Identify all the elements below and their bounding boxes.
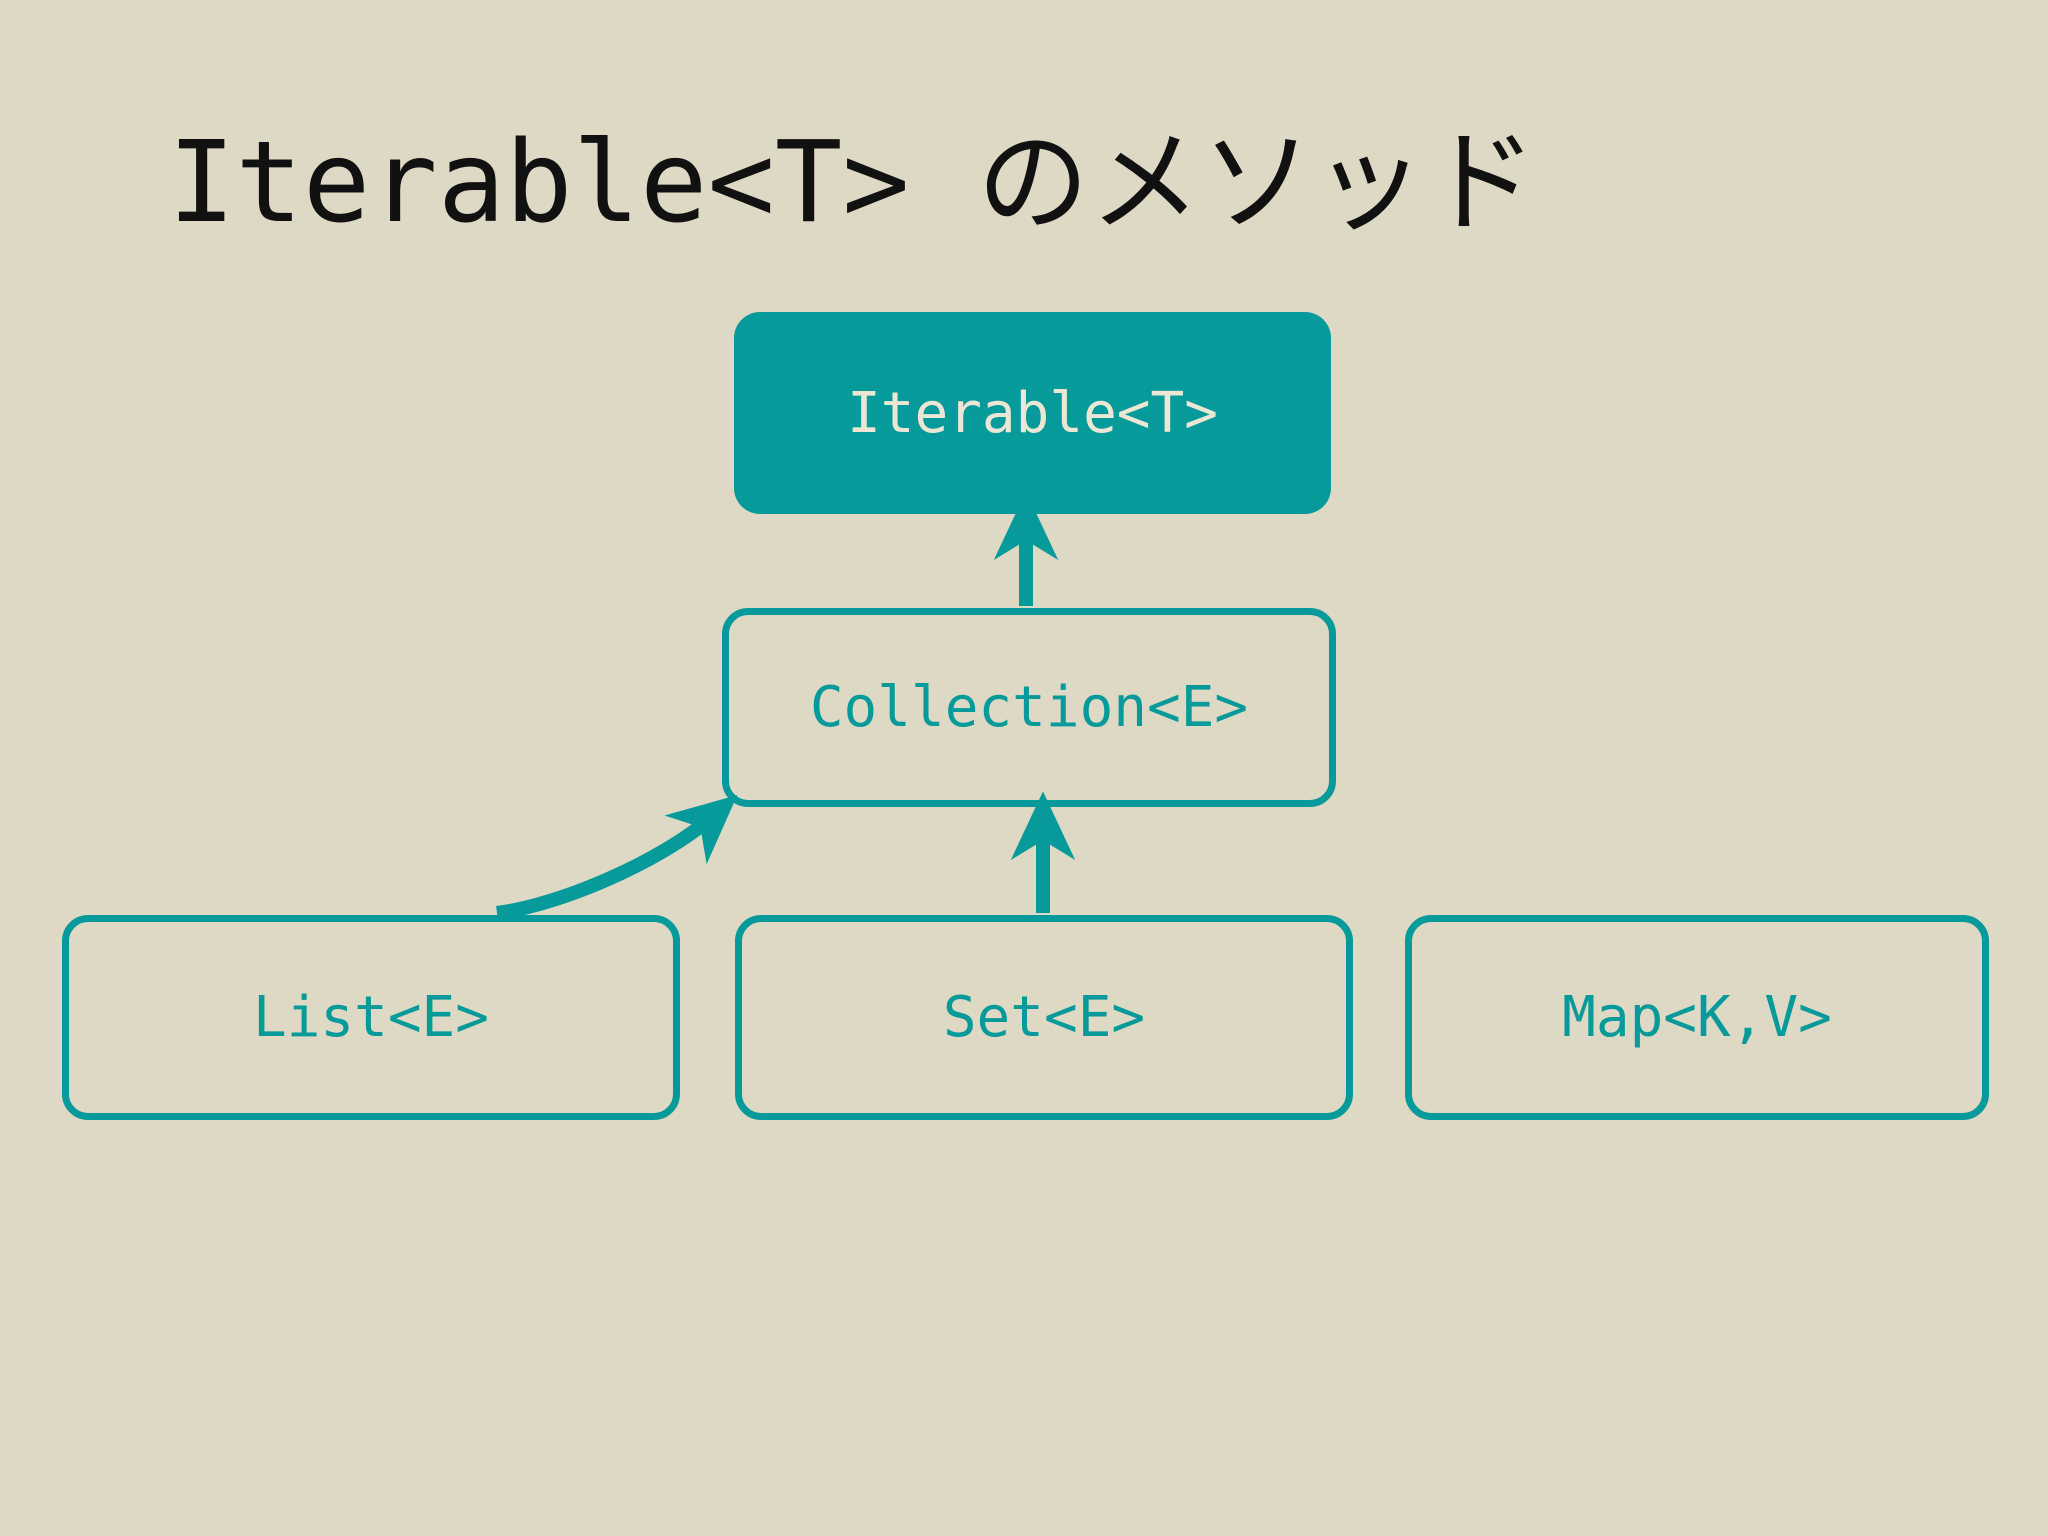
node-iterable-label: Iterable<T> (847, 380, 1218, 446)
edge-list-to-collection (496, 795, 738, 920)
node-set[interactable]: Set<E> (735, 915, 1353, 1120)
node-set-label: Set<E> (942, 985, 1146, 1050)
node-list[interactable]: List<E> (62, 915, 680, 1120)
node-iterable[interactable]: Iterable<T> (734, 312, 1331, 514)
node-map-label: Map<K,V> (1562, 985, 1832, 1050)
node-list-label: List<E> (252, 985, 489, 1050)
node-collection[interactable]: Collection<E> (722, 608, 1336, 807)
page-title: Iterable<T> のメソッド (168, 118, 1538, 248)
node-map[interactable]: Map<K,V> (1405, 915, 1989, 1120)
node-collection-label: Collection<E> (809, 675, 1249, 740)
